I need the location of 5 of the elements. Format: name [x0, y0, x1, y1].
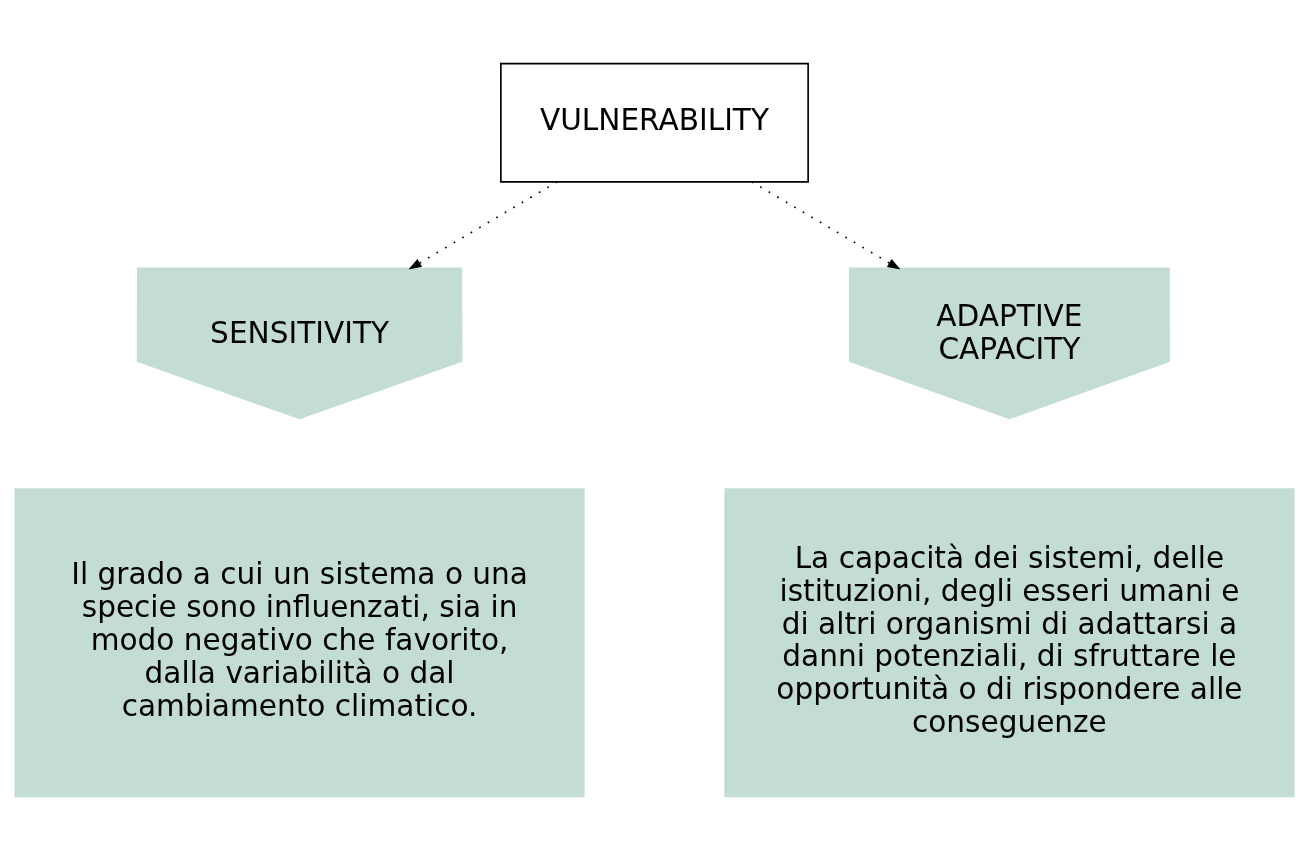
node-box: VULNERABILITY [500, 62, 809, 183]
node-box: La capacità dei sistemi, delle istituzioni, degli esseri umani e di altri organismi di adattarsi a danni potenziali, di sfruttare le opportunità o di rispondere alle conseguenze [724, 487, 1295, 797]
arrow [751, 180, 901, 270]
arrow [408, 180, 558, 270]
node-box: Il grado a cui un sistema o una specie sono influenzati, sia in modo negativo che favorito, dalla variabilità o dal cambiamento climatico. [14, 487, 585, 797]
